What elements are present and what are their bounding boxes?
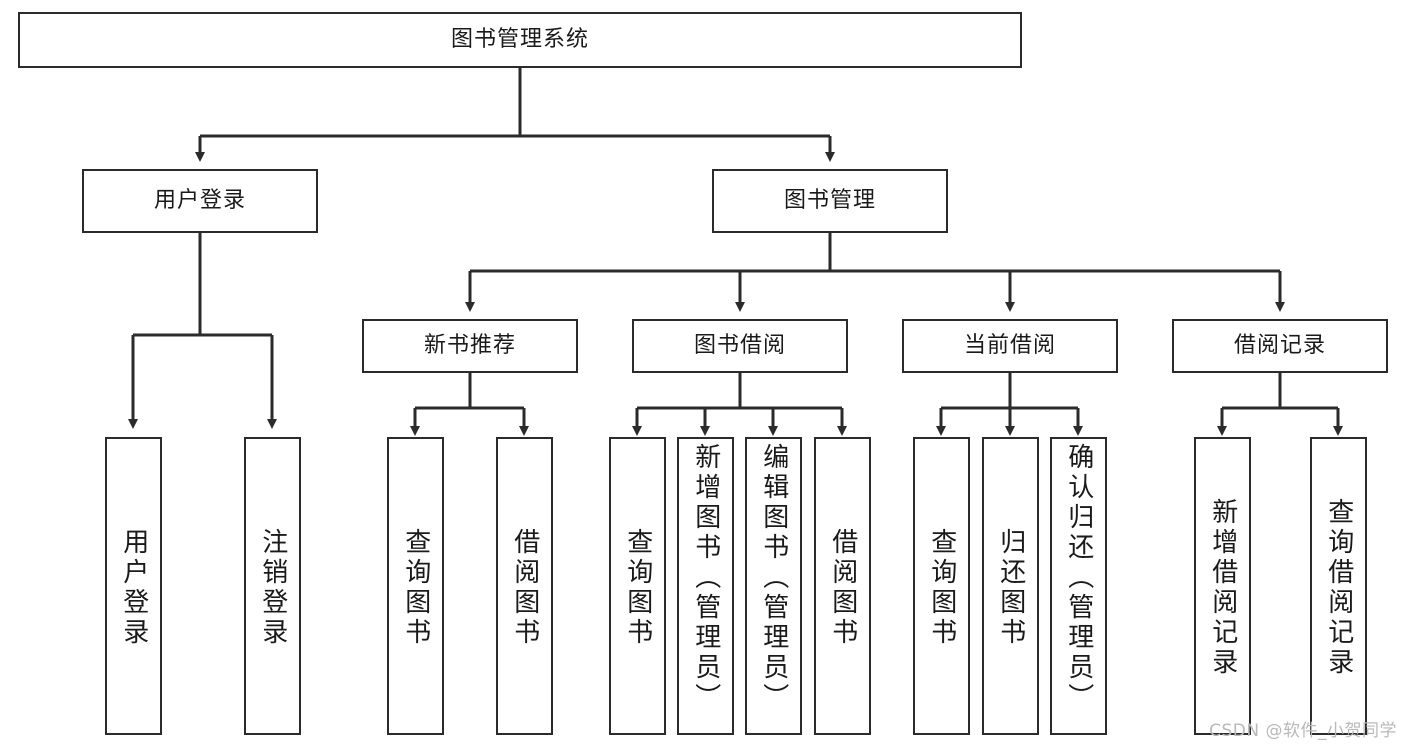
node-current-borrow[interactable]: 当前借阅: [902, 319, 1118, 373]
node-book-manage-label: 图书管理: [783, 187, 876, 213]
leaf-current-borrow-1[interactable]: 查询图书: [913, 437, 970, 735]
leaf-user-login-1[interactable]: 用户登录: [105, 437, 162, 735]
leaf-label: 查询图书: [926, 528, 957, 648]
leaf-label: 查询图书: [622, 528, 653, 648]
leaf-label: 查询借阅记录: [1323, 498, 1354, 678]
leaf-book-borrow-4[interactable]: 借阅图书: [814, 437, 871, 735]
node-new-book-recommend-label: 新书推荐: [423, 332, 516, 358]
node-borrow-record[interactable]: 借阅记录: [1172, 319, 1388, 373]
node-borrow-record-label: 借阅记录: [1233, 332, 1326, 358]
node-user-login-label: 用户登录: [153, 187, 246, 213]
node-new-book-recommend[interactable]: 新书推荐: [362, 319, 578, 373]
leaf-current-borrow-3[interactable]: 确认归还（管理员）: [1050, 437, 1107, 735]
node-book-borrow-label: 图书借阅: [693, 332, 786, 358]
leaf-label: 新增图书（管理员）: [690, 443, 721, 713]
leaf-label: 用户登录: [118, 528, 149, 648]
watermark-text: CSDN @软件_小贺同学: [1209, 721, 1397, 741]
leaf-label: 查询图书: [400, 528, 431, 648]
node-user-login[interactable]: 用户登录: [82, 169, 318, 233]
leaf-current-borrow-2[interactable]: 归还图书: [982, 437, 1039, 735]
leaf-label: 归还图书: [995, 528, 1026, 648]
node-root[interactable]: 图书管理系统: [18, 12, 1022, 68]
leaf-new-book-1[interactable]: 查询图书: [387, 437, 444, 735]
leaf-book-borrow-3[interactable]: 编辑图书（管理员）: [745, 437, 802, 735]
leaf-label: 确认归还（管理员）: [1063, 443, 1094, 713]
leaf-borrow-record-1[interactable]: 新增借阅记录: [1194, 437, 1251, 735]
leaf-label: 新增借阅记录: [1207, 498, 1238, 678]
node-book-manage[interactable]: 图书管理: [712, 169, 948, 233]
node-root-label: 图书管理系统: [450, 26, 589, 52]
leaf-borrow-record-2[interactable]: 查询借阅记录: [1310, 437, 1367, 735]
leaf-new-book-2[interactable]: 借阅图书: [496, 437, 553, 735]
leaf-user-login-2[interactable]: 注销登录: [244, 437, 301, 735]
node-current-borrow-label: 当前借阅: [963, 332, 1056, 358]
leaf-label: 借阅图书: [827, 528, 858, 648]
leaf-book-borrow-1[interactable]: 查询图书: [609, 437, 666, 735]
node-book-borrow[interactable]: 图书借阅: [632, 319, 848, 373]
leaf-label: 注销登录: [257, 528, 288, 648]
leaf-book-borrow-2[interactable]: 新增图书（管理员）: [677, 437, 734, 735]
leaf-label: 借阅图书: [509, 528, 540, 648]
leaf-label: 编辑图书（管理员）: [758, 443, 789, 713]
